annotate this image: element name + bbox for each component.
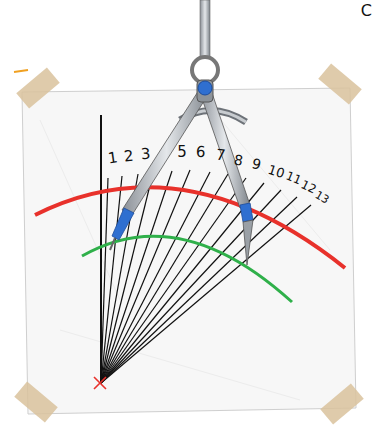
paper-crease	[40, 95, 330, 400]
callout-number: 8	[232, 152, 243, 167]
fan-line	[101, 197, 297, 383]
callout-number: 5	[177, 145, 187, 160]
compass	[110, 0, 253, 265]
fan-line	[101, 183, 264, 383]
callout-number: 6	[196, 144, 206, 159]
callout-number: C	[361, 3, 372, 19]
callout-number: 2	[123, 148, 134, 164]
tape	[320, 383, 363, 424]
tape	[318, 63, 361, 104]
callout-number: 7	[215, 147, 226, 163]
tape	[16, 67, 59, 108]
tape	[14, 381, 57, 422]
green-arc	[82, 236, 292, 302]
callout-number: 10	[266, 162, 286, 179]
center-cross	[94, 377, 106, 389]
mark	[14, 70, 28, 72]
fan-line	[101, 190, 281, 383]
fan-line	[101, 172, 210, 383]
paper-sheet	[22, 88, 356, 414]
callout-number: 3	[141, 146, 152, 162]
fan-line	[101, 205, 311, 383]
red-arc	[35, 187, 345, 268]
fan-line	[101, 174, 228, 383]
reference-line	[100, 115, 102, 383]
